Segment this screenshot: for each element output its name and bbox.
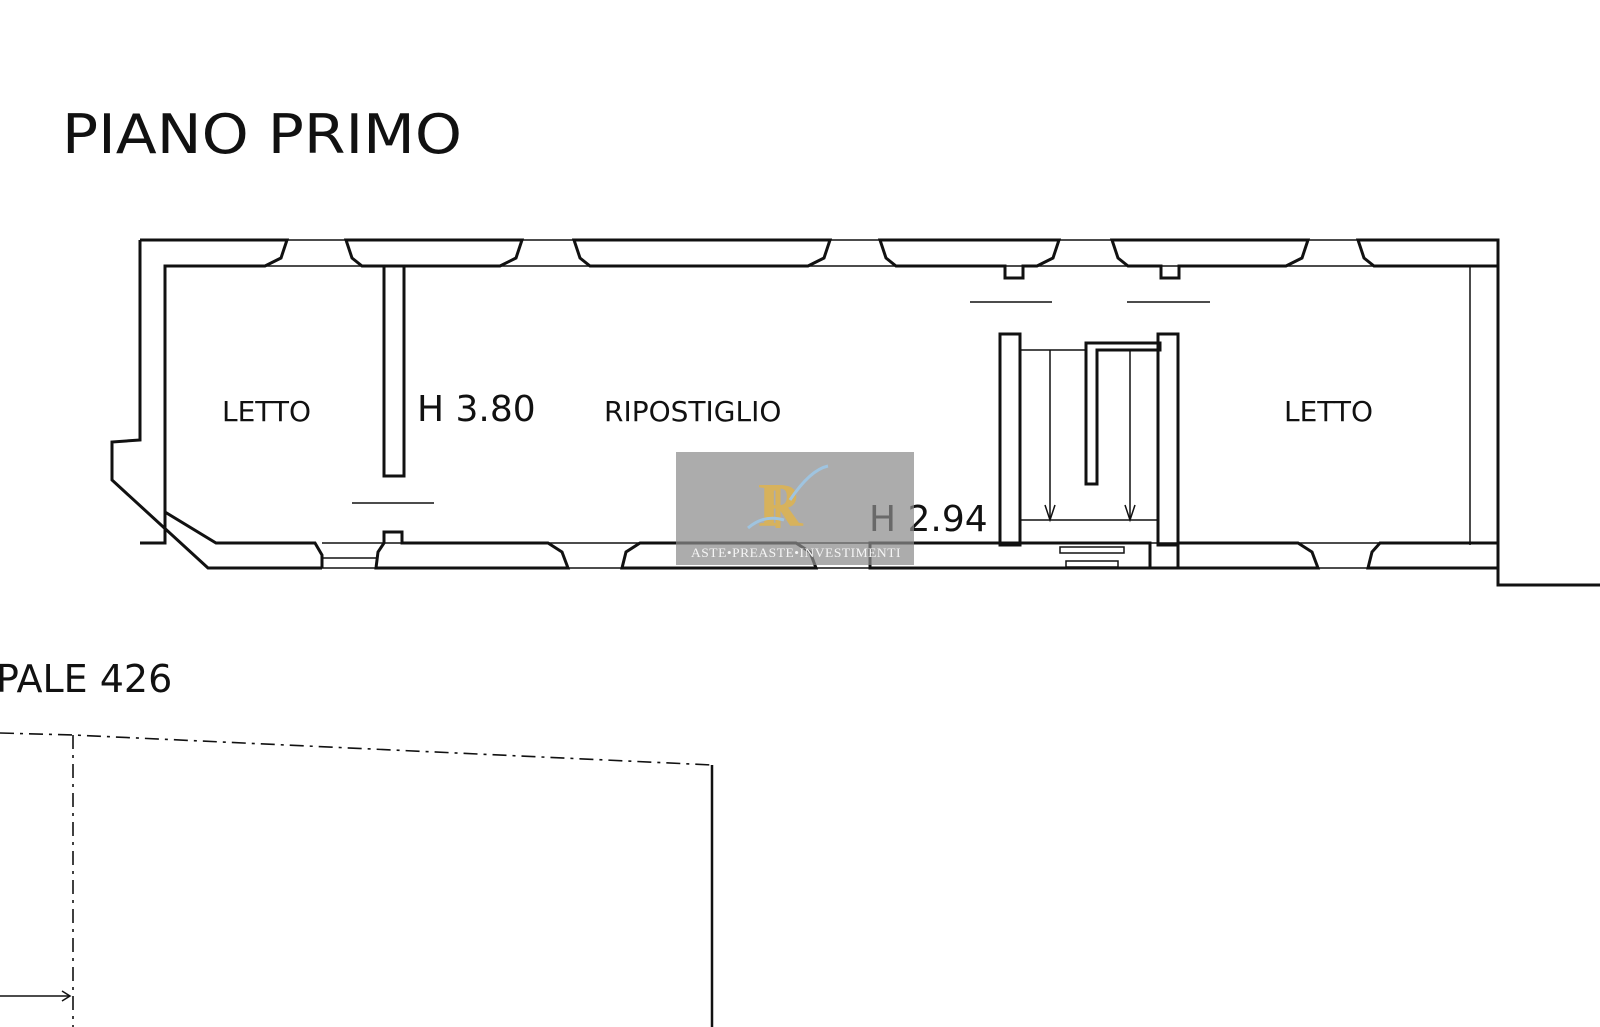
partition-left [366,264,406,478]
plan-title: PIANO PRIMO [62,103,462,166]
room-label-ripostiglio: RIPOSTIGLIO [604,395,781,428]
svg-text:R: R [758,472,804,540]
watermark-logo-icon: R [747,464,829,540]
right-wall [1496,266,1600,587]
neighbor-parcel [0,732,714,1027]
watermark-text: ASTE•PREASTE•INVESTIMENTI [691,545,901,560]
room-label-letto-left: LETTO [222,395,311,428]
height-label-1: H 3.80 [417,389,536,430]
watermark: R ASTE•PREASTE•INVESTIMENTI [676,452,914,565]
stair-block [998,332,1180,568]
room-label-letto-right: LETTO [1284,395,1373,428]
left-wall [110,240,322,570]
neighbor-label: PALE 426 [0,657,172,701]
